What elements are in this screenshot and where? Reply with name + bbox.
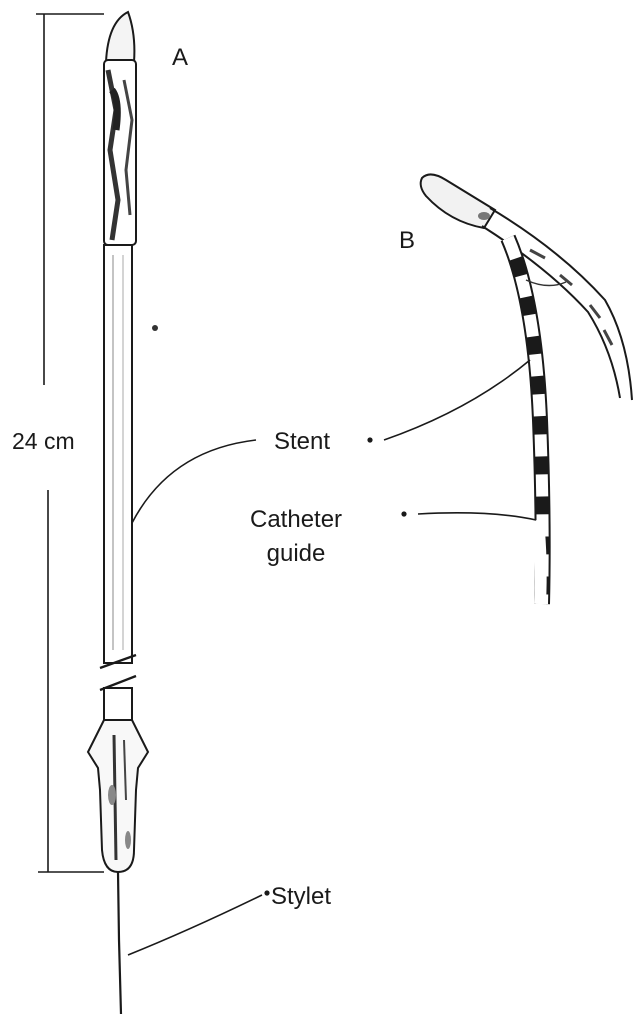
panel-label-a: A	[172, 46, 188, 70]
device-a	[88, 12, 158, 1014]
leader-catheter	[418, 513, 536, 520]
device-a-tip	[106, 12, 134, 62]
stylet-label: Stylet	[271, 885, 331, 909]
stent-label: Stent	[274, 430, 330, 454]
catheter-guide-label-line1: Catheter	[250, 503, 342, 537]
leader-stylet	[128, 895, 262, 955]
leader-lines	[128, 360, 536, 955]
leader-stent-b	[384, 360, 530, 440]
length-label: 24 cm	[12, 430, 75, 453]
device-b	[421, 174, 632, 604]
catheter-guide-label-line2: guide	[250, 537, 342, 571]
stent-tube	[104, 245, 132, 663]
device-a-handle	[88, 720, 148, 872]
leader-stent-a	[132, 440, 256, 523]
panel-label-b: B	[399, 229, 415, 253]
catheter-guide-label: Catheter guide	[250, 503, 342, 571]
stylet-wire	[118, 872, 121, 1014]
